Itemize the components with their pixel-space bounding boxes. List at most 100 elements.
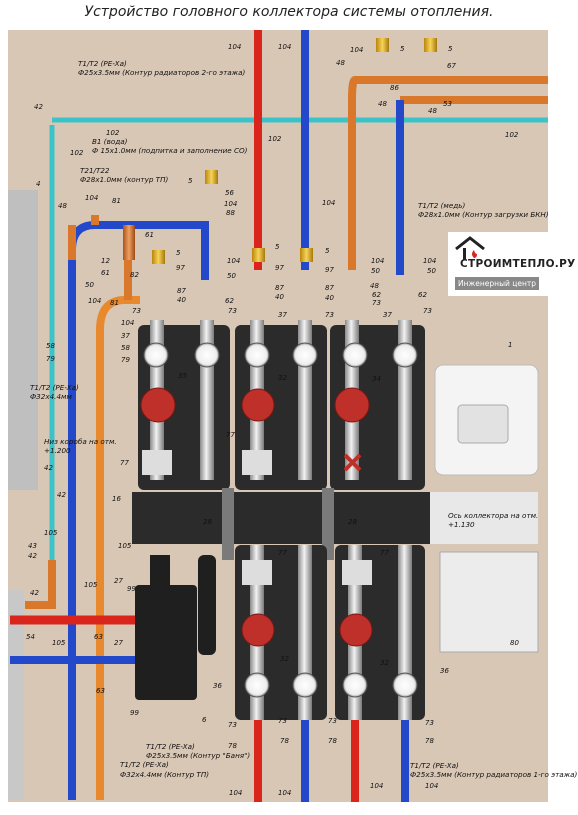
num-48-c: 48 — [428, 107, 437, 115]
num-105-a: 105 — [44, 529, 58, 537]
num-87-a: 87 — [177, 287, 186, 295]
num-32-c: 32 — [380, 659, 389, 667]
num-36-a: 36 — [440, 667, 449, 675]
num-61-a: 61 — [145, 231, 154, 239]
water-pipe — [49, 117, 548, 560]
num-32-b: 32 — [280, 655, 289, 663]
label-water-supply: В1 (вода)Ф 15х1.0мм (подпитка и заполнен… — [92, 137, 248, 156]
num-62-b: 62 — [372, 291, 381, 299]
num-79-a: 79 — [46, 355, 55, 363]
num-4: 4 — [36, 180, 41, 188]
num-104-e: 104 — [224, 200, 238, 208]
num-58-b: 58 — [121, 344, 130, 352]
num-5-c: 5 — [188, 177, 193, 185]
num-42-e: 42 — [30, 589, 39, 597]
num-102-c: 102 — [505, 131, 519, 139]
label-collector-axis: Ось коллектора на отм.+1.130 — [448, 511, 539, 530]
collector-axis-band — [430, 492, 538, 544]
num-104-o: 104 — [425, 782, 439, 790]
num-5-a: 5 — [400, 45, 405, 53]
num-37-a: 37 — [278, 311, 287, 319]
num-40-a: 40 — [177, 296, 186, 304]
num-87-c: 87 — [325, 284, 334, 292]
num-73-b: 73 — [132, 307, 141, 315]
num-73-c: 73 — [228, 307, 237, 315]
num-73-f: 73 — [228, 721, 237, 729]
num-78-c: 78 — [328, 737, 337, 745]
num-88: 88 — [226, 209, 235, 217]
num-73-d: 73 — [325, 311, 334, 319]
wall-panel-left — [8, 590, 24, 800]
floor-heating-pipes — [96, 296, 140, 800]
num-79-b: 79 — [121, 356, 130, 364]
num-48-b: 48 — [378, 100, 387, 108]
num-102-d: 102 — [70, 149, 84, 157]
num-61-b: 61 — [101, 269, 110, 277]
num-54: 54 — [26, 633, 35, 641]
num-102-a: 102 — [106, 129, 120, 137]
num-27-a: 27 — [114, 577, 123, 585]
num-78-b: 78 — [280, 737, 289, 745]
num-104-i: 104 — [423, 257, 437, 265]
bottom-outlets — [254, 720, 409, 802]
num-1: 1 — [508, 341, 513, 349]
page-title: Устройство головного коллектора системы … — [84, 4, 494, 20]
num-63-b: 63 — [96, 687, 105, 695]
num-27-b: 27 — [114, 639, 123, 647]
num-82: 82 — [130, 271, 139, 279]
num-80: 80 — [510, 639, 519, 647]
num-97-b: 97 — [275, 264, 284, 272]
num-104-n: 104 — [370, 782, 384, 790]
air-vents — [152, 38, 437, 264]
num-42-c: 42 — [57, 491, 66, 499]
num-50-b: 50 — [371, 267, 380, 275]
wall-box-left — [8, 190, 38, 490]
num-77-b: 77 — [120, 459, 129, 467]
num-28-b: 28 — [348, 518, 357, 526]
num-5-b: 5 — [448, 45, 453, 53]
num-104-c: 104 — [350, 46, 364, 54]
num-104-h: 104 — [371, 257, 385, 265]
num-104-j: 104 — [88, 297, 102, 305]
label-floor1-radiators: Т1/Т2 (PE-Xa)Ф25х3.5мм (Контур радиаторо… — [410, 761, 578, 780]
num-16: 16 — [112, 495, 121, 503]
num-67: 67 — [447, 62, 456, 70]
num-32-a: 32 — [278, 374, 287, 382]
bracket-28-left — [222, 488, 234, 560]
separator-neck — [150, 555, 170, 590]
num-50-d: 50 — [85, 281, 94, 289]
pump-module-3 — [330, 320, 425, 490]
num-62-a: 62 — [225, 297, 234, 305]
label-boiler-load: Т1/Т2 (медь)Ф28х1.0мм (Контур загрузки Б… — [418, 201, 549, 220]
pump-module-1 — [138, 320, 230, 490]
bracket-28-right — [322, 488, 334, 560]
num-48-a: 48 — [336, 59, 345, 67]
num-78-a: 78 — [228, 742, 237, 750]
num-50-c: 50 — [427, 267, 436, 275]
label-sauna-floor: Т1/Т2 (PE-Xa)Ф25х3.5мм (Контур "Баня") Т… — [120, 742, 251, 779]
num-42-d: 42 — [28, 552, 37, 560]
num-105-d: 105 — [52, 639, 66, 647]
num-40-b: 40 — [275, 293, 284, 301]
num-105-c: 105 — [84, 581, 98, 589]
num-5-d: 5 — [176, 249, 181, 257]
num-73-e: 73 — [423, 307, 432, 315]
num-104-m: 104 — [278, 789, 292, 797]
num-48-e: 48 — [370, 282, 379, 290]
num-104-k: 104 — [121, 319, 135, 327]
num-77-c: 77 — [278, 549, 287, 557]
num-73-h: 73 — [328, 717, 337, 725]
num-48-d: 48 — [58, 202, 67, 210]
num-86: 86 — [390, 84, 399, 92]
logo-subtitle: Инженерный центр — [455, 277, 539, 290]
num-99-a: 99 — [127, 585, 136, 593]
pump-module-4 — [235, 545, 327, 720]
num-5-f: 5 — [325, 247, 330, 255]
num-99-b: 99 — [130, 709, 139, 717]
num-87-b: 87 — [275, 284, 284, 292]
num-39: 37 — [383, 311, 392, 319]
num-36-b: 36 — [213, 682, 222, 690]
